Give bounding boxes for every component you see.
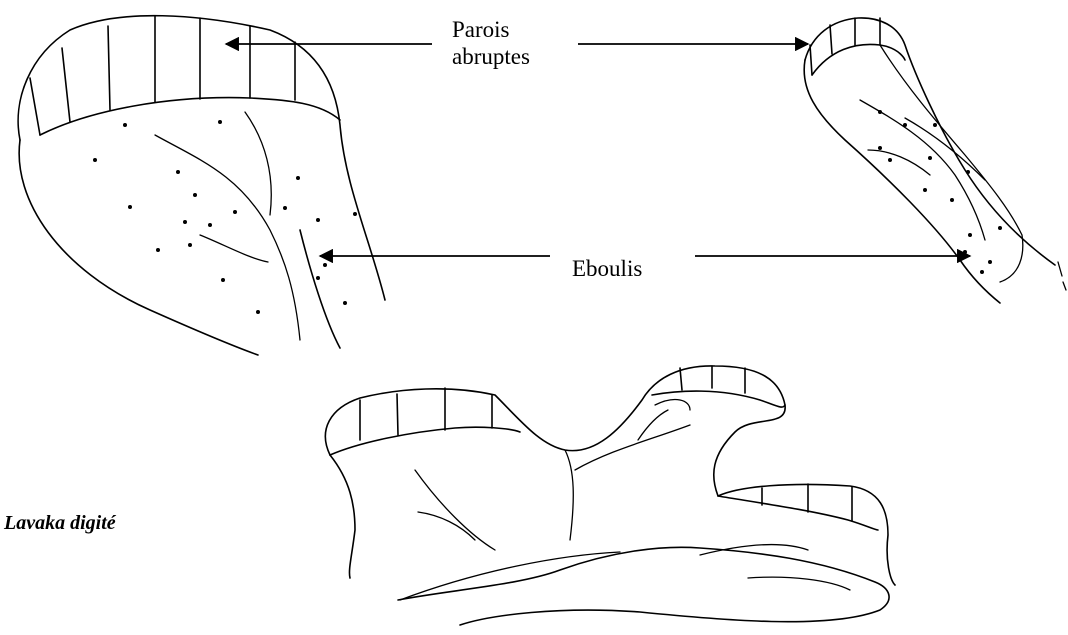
right-lavaka	[804, 18, 1066, 303]
left-lavaka-lower-outline	[19, 140, 258, 355]
right-lavaka-ridge	[880, 45, 1023, 282]
digitate-lavaka-inner-rim-3	[718, 496, 878, 530]
steep-walls-label-line-1: Parois	[452, 18, 530, 42]
right-lavaka-wall-hatching	[810, 18, 880, 75]
left-lavaka-outer-rim	[18, 16, 385, 300]
left-lavaka-right-edge	[300, 230, 340, 348]
left-lavaka-wall-hatching	[30, 16, 295, 135]
left-lavaka	[18, 16, 385, 355]
right-lavaka-inner-rim	[812, 44, 905, 75]
steep-walls-label-line-2: abruptes	[452, 45, 530, 69]
arrows	[226, 44, 970, 256]
digitate-lavaka-inner-rim	[330, 427, 520, 455]
left-lavaka-inner-rim	[40, 98, 340, 135]
left-lavaka-scree-dots	[93, 120, 357, 314]
right-edge-fragment	[1058, 262, 1066, 290]
digitate-lavaka	[325, 366, 895, 625]
steep-walls-label: Parois abruptes	[452, 18, 530, 69]
right-lavaka-scree-dots	[878, 110, 1002, 274]
right-lavaka-lower-outline	[804, 60, 1000, 303]
figure-caption: Lavaka digité	[4, 512, 116, 535]
scree-label: Eboulis	[572, 257, 642, 281]
digitate-lavaka-gullies	[400, 400, 850, 600]
digitate-lavaka-left-side	[330, 455, 355, 578]
left-lavaka-gullies	[155, 112, 300, 340]
digitate-lavaka-lower-outline	[398, 547, 889, 625]
right-lavaka-outer-rim	[805, 18, 1055, 265]
